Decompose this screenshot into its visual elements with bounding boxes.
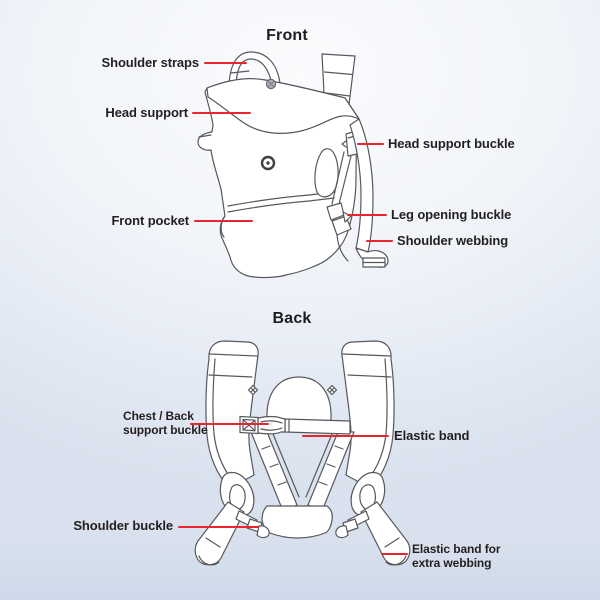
front-head-support xyxy=(206,77,360,134)
front-carrier-illustration xyxy=(197,51,389,279)
label-front-pocket: Front pocket xyxy=(111,213,189,228)
snap-buttons xyxy=(260,78,277,171)
label-elastic-extra-line2: extra webbing xyxy=(412,556,492,570)
back-view-title: Back xyxy=(272,310,312,327)
back-chest-strap xyxy=(239,415,351,435)
label-chest-back-line1: Chest / Back xyxy=(123,409,194,423)
label-elastic-extra-line1: Elastic band for xyxy=(412,542,501,556)
back-right-leg xyxy=(360,501,411,566)
label-head-support-buckle: Head support buckle xyxy=(388,136,515,151)
leader-line-shoulder-buckle xyxy=(178,526,259,528)
back-left-leg xyxy=(194,501,245,566)
back-right-strap xyxy=(341,340,395,489)
back-shoulder-buckles xyxy=(246,518,359,539)
leader-line-leg-opening-buckle xyxy=(347,214,387,216)
leader-line-shoulder-straps xyxy=(204,62,247,64)
label-chest-back-line2: support buckle xyxy=(123,423,208,437)
leader-line-elastic-band-extra xyxy=(381,553,408,555)
back-left-strap xyxy=(205,340,259,489)
front-diagonal-strap xyxy=(331,151,352,209)
leader-line-elastic-band xyxy=(302,435,389,437)
leader-line-shoulder-webbing xyxy=(366,240,393,242)
back-seat-panel xyxy=(261,505,333,539)
front-body xyxy=(197,78,360,279)
label-shoulder-buckle: Shoulder buckle xyxy=(73,518,173,533)
label-shoulder-straps: Shoulder straps xyxy=(101,55,200,70)
front-shoulder-webbing xyxy=(349,118,389,268)
front-leg-opening-buckle xyxy=(326,202,352,262)
label-leg-opening-buckle: Leg opening buckle xyxy=(391,207,512,222)
label-shoulder-webbing: Shoulder webbing xyxy=(397,233,509,248)
label-elastic-band: Elastic band xyxy=(394,428,470,443)
leader-line-head-support-buckle xyxy=(357,143,384,145)
leader-line-front-pocket xyxy=(194,220,253,222)
label-elastic-band-extra-webbing: Elastic band for extra webbing xyxy=(412,542,501,570)
leader-line-chest-back-buckle xyxy=(190,423,269,425)
label-head-support: Head support xyxy=(105,105,188,120)
strap-rivets xyxy=(247,384,338,396)
front-view-title: Front xyxy=(266,27,308,44)
leader-line-head-support xyxy=(192,112,251,114)
back-carrier-illustration xyxy=(194,340,411,566)
back-v-straps xyxy=(250,431,355,512)
label-chest-back-support-buckle: Chest / Back support buckle xyxy=(123,409,208,437)
